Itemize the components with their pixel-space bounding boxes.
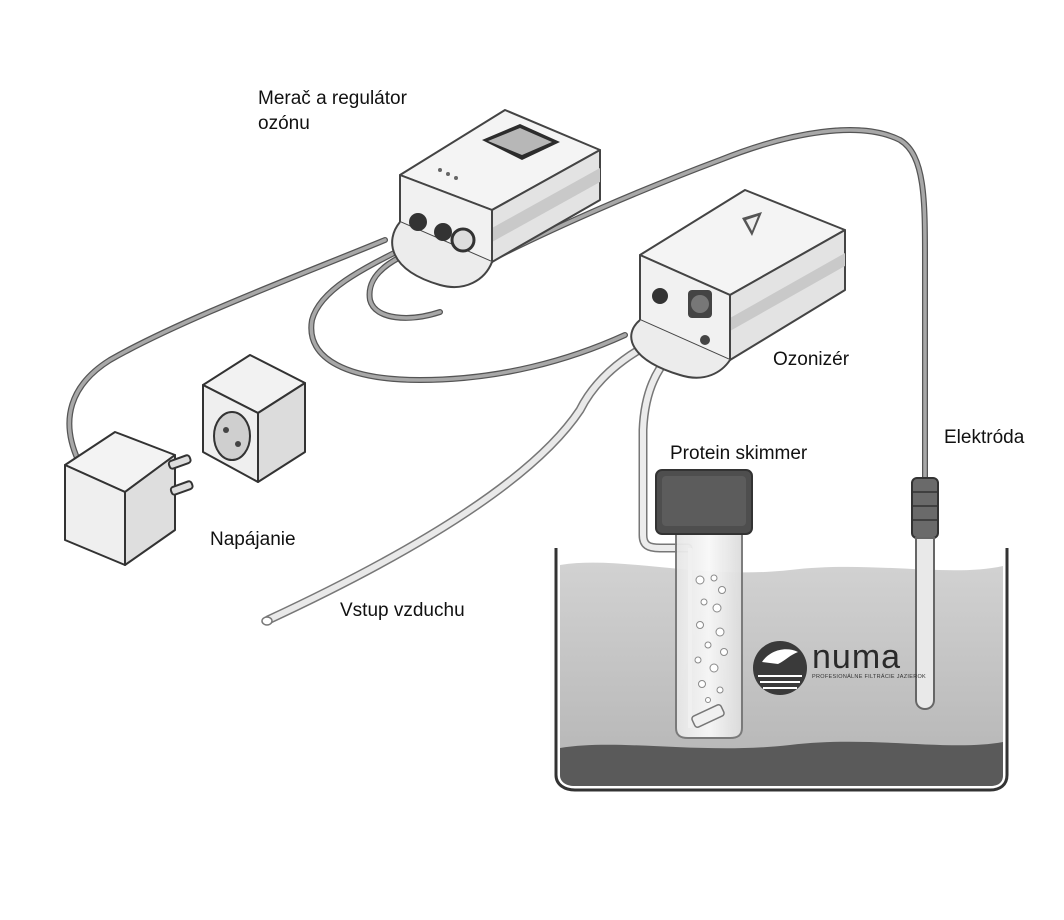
ozone-meter-device <box>391 109 601 288</box>
electrode-probe <box>911 477 939 710</box>
wall-socket <box>202 354 306 483</box>
ozonizer-label: Ozonizér <box>773 349 850 370</box>
meter-leds <box>438 168 458 180</box>
electrode-cable <box>497 127 928 483</box>
warning-triangle-icon <box>742 212 762 236</box>
ozonizer-device <box>630 189 846 379</box>
numa-logo-tagline: PROFESIONÁLNE FILTRÁCIE JAZIEROK <box>812 674 927 680</box>
plug-pins <box>167 454 194 496</box>
ozone-meter-label-line2: ozónu <box>258 113 310 134</box>
skimmer-bubbles <box>694 574 728 703</box>
air-inlet-label: Vstup vzduchu <box>340 600 465 621</box>
meter-display <box>482 124 560 160</box>
power-adapter <box>64 431 194 566</box>
electrode-label: Elektróda <box>944 427 1025 448</box>
tank-bottom <box>560 741 1003 786</box>
protein-skimmer-label: Protein skimmer <box>670 443 808 464</box>
power-cable <box>66 237 388 463</box>
meter-bnc-connector <box>450 227 476 253</box>
numa-logo-emblem <box>753 641 807 695</box>
ozone-meter-label: Merač a regulátor ozónu <box>258 86 407 136</box>
power-label: Napájanie <box>210 529 296 550</box>
meter-connector-1 <box>409 213 427 231</box>
meter-connector-2 <box>434 223 452 241</box>
air-stone <box>691 704 725 728</box>
protein-skimmer <box>655 469 753 739</box>
ozonizer-connector <box>652 288 668 304</box>
ozone-meter-label-line1: Merač a regulátor <box>258 88 407 109</box>
numa-logo-text: numa <box>812 638 902 676</box>
air-inlet-tube <box>261 320 695 626</box>
